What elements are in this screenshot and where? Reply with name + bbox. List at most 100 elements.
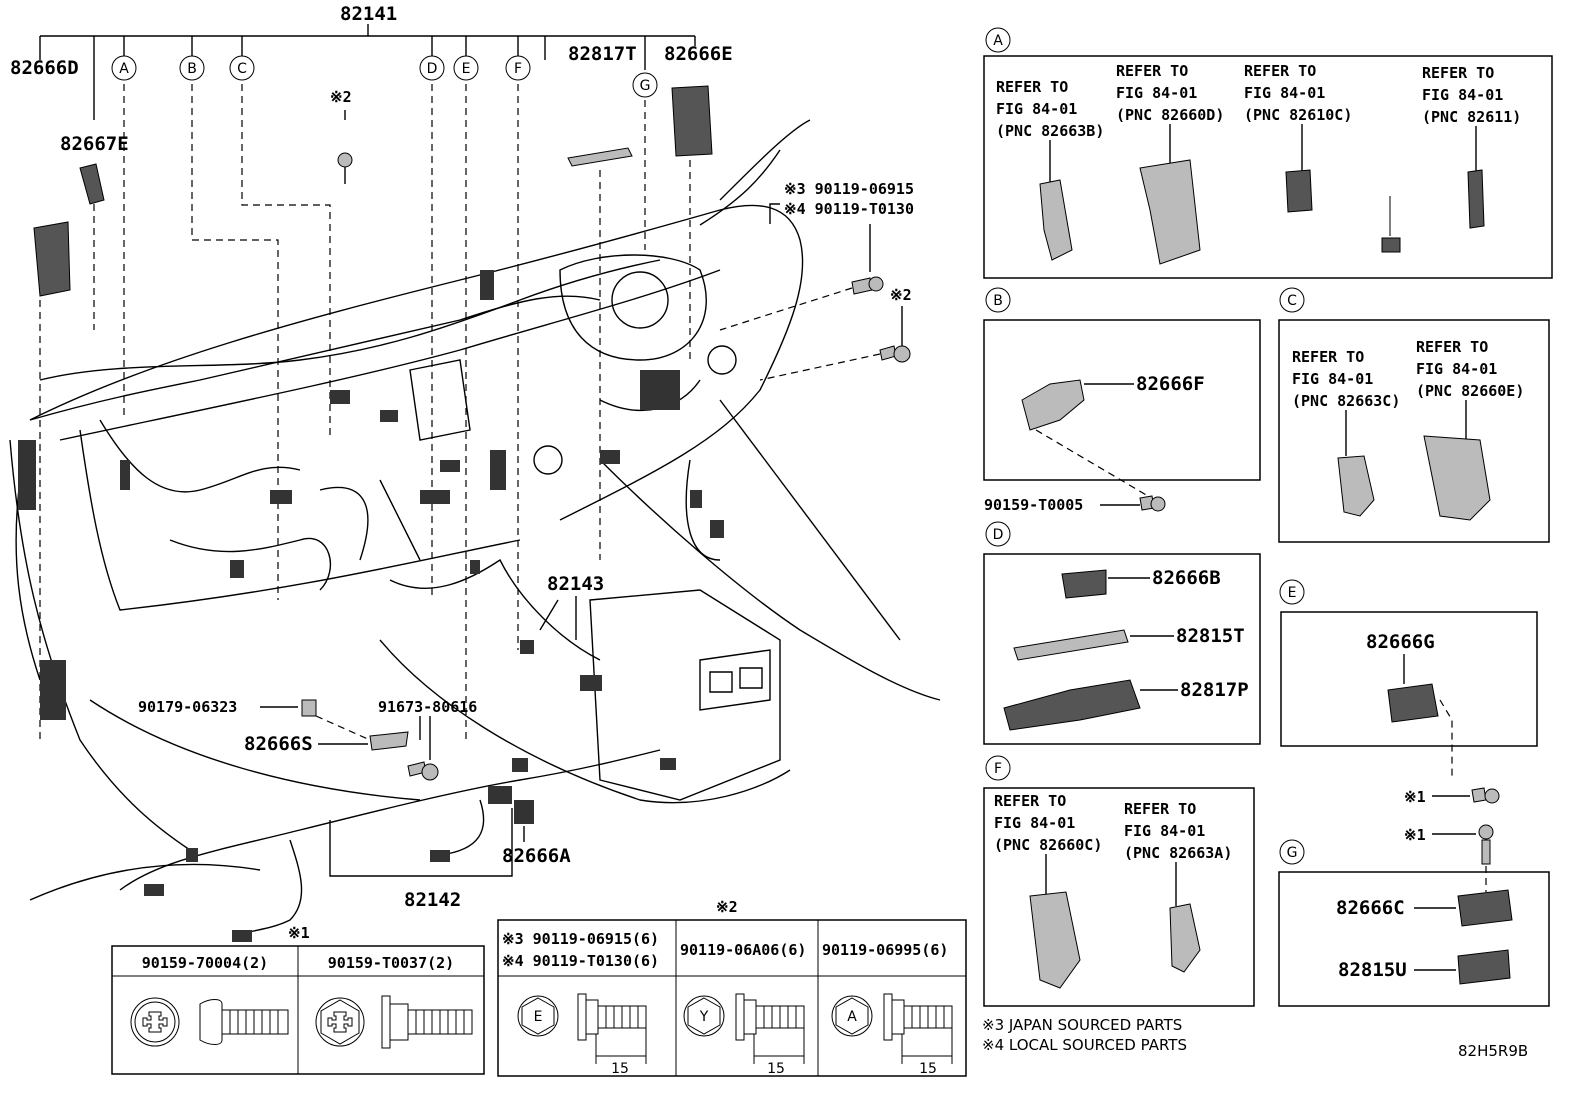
ref-F1-l3[interactable]: (PNC 82660C) (994, 836, 1102, 854)
label-82666F[interactable]: 82666F (1136, 373, 1205, 395)
bolt-lower-icon (407, 761, 439, 781)
hex-head-Y-icon: Y (683, 995, 725, 1037)
detail-B: B 82666F 90159-T0005 (983, 287, 1261, 514)
mark-1-E: ※1 (1404, 788, 1426, 806)
ref-A2-l2: FIG 84-01 (1116, 84, 1197, 102)
flange-bolt-1-icon (577, 993, 647, 1064)
label-82666E[interactable]: 82666E (664, 43, 733, 65)
table2-h1-line1: ※3 90119-06915(6) (502, 930, 659, 948)
label-90159-T0005[interactable]: 90159-T0005 (984, 496, 1083, 514)
svg-text:D: D (427, 61, 438, 77)
hex-phillips-head-icon (315, 997, 365, 1047)
connector-82660E-icon (1423, 435, 1491, 521)
callout-B[interactable]: B (179, 55, 205, 81)
connector-82663B-icon (1039, 179, 1073, 261)
main-assembly-view: 82141 82666D 82667E 82817T 82666E A B C … (9, 3, 941, 942)
diagram-code: 82H5R9B (1458, 1042, 1528, 1060)
table2-h2: 90119-06A06(6) (680, 941, 806, 959)
connector-82610C-icon (1285, 169, 1313, 213)
label-82815T[interactable]: 82815T (1176, 625, 1245, 647)
table1-header-2: 90159-T0037(2) (328, 954, 454, 972)
ref-A2-l1: REFER TO (1116, 62, 1188, 80)
ref-C2-l3[interactable]: (PNC 82660E) (1416, 382, 1524, 400)
svg-text:E: E (1288, 585, 1297, 601)
svg-text:Y: Y (699, 1009, 709, 1025)
label-91673-80616[interactable]: 91673-80616 (378, 698, 477, 716)
svg-text:A: A (847, 1009, 857, 1025)
callout-A[interactable]: A (111, 55, 137, 81)
label-82666G[interactable]: 82666G (1366, 631, 1435, 653)
bracket-82817P-icon (1003, 679, 1141, 731)
svg-text:G: G (1287, 845, 1298, 861)
ref-C1-l3[interactable]: (PNC 82663C) (1292, 392, 1400, 410)
connector-82663A-icon (1169, 903, 1201, 973)
label-82666S[interactable]: 82666S (244, 733, 313, 755)
svg-text:B: B (993, 293, 1003, 309)
svg-text:A: A (993, 33, 1003, 49)
ref-A4-l2: FIG 84-01 (1422, 86, 1503, 104)
label-82817T[interactable]: 82817T (568, 43, 637, 65)
detail-E: E 82666G ※1 (1279, 579, 1538, 806)
detail-A: A REFER TO FIG 84-01 (PNC 82663B) REFER … (983, 27, 1553, 279)
label-82666A[interactable]: 82666A (502, 845, 571, 867)
label-90119-T0130[interactable]: ※4 90119-T0130 (784, 200, 914, 218)
ref-A4-l3[interactable]: (PNC 82611) (1422, 108, 1521, 126)
label-82143[interactable]: 82143 (547, 573, 604, 595)
dim-2: 15 (767, 1061, 785, 1077)
ref-A2-l3[interactable]: (PNC 82660D) (1116, 106, 1224, 124)
detail-G-letter: G (1279, 839, 1305, 865)
screw-side-2-icon (381, 995, 473, 1049)
dim-1: 15 (611, 1061, 629, 1077)
screw-G-icon (1478, 824, 1494, 865)
ref-F1-l1: REFER TO (994, 792, 1066, 810)
bolt-B-icon (1139, 495, 1166, 512)
ref-A3-l3[interactable]: (PNC 82610C) (1244, 106, 1352, 124)
svg-text:C: C (237, 61, 247, 77)
ref-A1-l3[interactable]: (PNC 82663B) (996, 122, 1104, 140)
callout-G[interactable]: G (632, 72, 658, 98)
label-82141[interactable]: 82141 (340, 3, 397, 25)
connector-82611-icon (1467, 169, 1485, 229)
callout-C[interactable]: C (229, 55, 255, 81)
detail-D: D 82666B 82815T 82817P (983, 521, 1261, 745)
label-82666D[interactable]: 82666D (10, 57, 79, 79)
mark-1-G: ※1 (1404, 826, 1426, 844)
label-82666B[interactable]: 82666B (1152, 567, 1221, 589)
label-82815U[interactable]: 82815U (1338, 959, 1407, 981)
svg-text:D: D (993, 527, 1004, 543)
svg-text:E: E (462, 61, 471, 77)
label-82817P[interactable]: 82817P (1180, 679, 1249, 701)
fastener-table-2: ※2 ※3 90119-06915(6) ※4 90119-T0130(6) 9… (497, 898, 967, 1077)
svg-text:B: B (187, 61, 197, 77)
label-90119-06915[interactable]: ※3 90119-06915 (784, 180, 914, 198)
label-90179-06323[interactable]: 90179-06323 (138, 698, 237, 716)
flange-bolt-3-icon (883, 993, 953, 1064)
detail-G: ※1 G 82666C 82815U (1278, 824, 1550, 1007)
label-82666C[interactable]: 82666C (1336, 897, 1405, 919)
ref-C1-l2: FIG 84-01 (1292, 370, 1373, 388)
connector-82660D-icon (1139, 159, 1201, 265)
screw-side-1-icon (199, 999, 289, 1045)
connector-82666C-icon (1457, 889, 1513, 927)
callout-D[interactable]: D (419, 55, 445, 81)
screw-top-icon (337, 152, 353, 168)
bracket-82666F-icon (1021, 379, 1085, 431)
ref-F2-l2: FIG 84-01 (1124, 822, 1205, 840)
phillips-screw-head-icon (130, 997, 180, 1047)
svg-text:G: G (640, 78, 651, 94)
ref-A3-l2: FIG 84-01 (1244, 84, 1325, 102)
label-82142[interactable]: 82142 (404, 889, 461, 911)
bracket-82666S-icon (369, 731, 409, 751)
ref-C2-l2: FIG 84-01 (1416, 360, 1497, 378)
ref-F2-l3[interactable]: (PNC 82663A) (1124, 844, 1232, 862)
bolt-icon (851, 276, 884, 295)
callout-F[interactable]: F (505, 55, 531, 81)
note-local-sourced: ※4 LOCAL SOURCED PARTS (982, 1036, 1187, 1054)
callout-E[interactable]: E (453, 55, 479, 81)
detail-F: F REFER TO FIG 84-01 (PNC 82660C) REFER … (983, 755, 1255, 1007)
connector-82666B-icon (1061, 569, 1107, 599)
hex-head-A-icon: A (831, 995, 873, 1037)
fastener-table-1: ※1 90159-70004(2) 90159-T0037(2) (111, 924, 485, 1075)
label-82667E[interactable]: 82667E (60, 133, 129, 155)
